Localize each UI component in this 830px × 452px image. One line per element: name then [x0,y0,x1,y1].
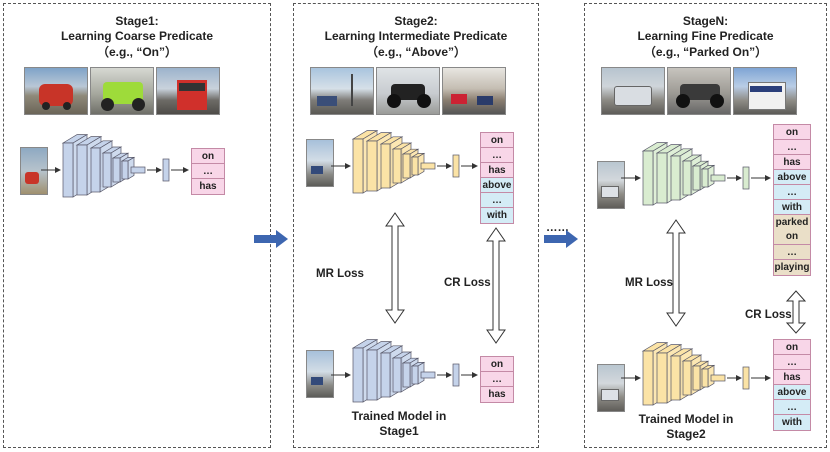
predicate-cell: playing [774,260,810,275]
stage2-trained-predicate-list: on … has above … with [773,339,811,431]
cr-loss-double-arrow [486,227,506,344]
stage-transition-arrow [544,230,578,248]
trained-model-caption: Trained Model in Stage1 [351,409,447,438]
stageN-title: StageN: [682,14,729,28]
mr-loss-double-arrow [666,219,686,327]
stageN-predicate-list: on … has above … with parked on … playin… [773,124,811,276]
predicate-cell: … [481,193,513,208]
stageN-example: （e.g., “Parked On”） [643,45,768,59]
stage2-network [331,129,478,194]
example-photo-red-bus [156,67,220,115]
example-photo-parked-bike [667,67,731,115]
predicate-cell: on [481,133,513,148]
mr-loss-double-arrow [385,212,405,324]
predicate-cell: has [192,179,224,194]
input-image-thumbnail [306,139,334,187]
cr-loss-double-arrow [785,290,807,334]
predicate-cell: has [774,370,810,385]
predicate-cell: on [774,125,810,140]
predicate-cell: on [481,357,513,372]
predicate-cell: has [481,387,513,402]
stageN-subtitle: Learning Fine Predicate [637,29,774,43]
example-photo-parked-bus [733,67,797,115]
stage2-panel: Stage2: Learning Intermediate Predicate … [293,3,539,448]
predicate-cell: … [774,245,810,260]
stageN-panel: StageN: Learning Fine Predicate （e.g., “… [584,3,827,448]
trained-model-caption: Trained Model in Stage2 [638,412,734,441]
stage2-title: Stage2: [394,14,438,28]
predicate-cell: on [774,340,810,355]
cr-loss-label: CR Loss [444,277,491,289]
stage2-subtitle: Learning Intermediate Predicate [324,29,508,43]
input-image-thumbnail [597,364,625,412]
predicate-cell: … [774,185,810,200]
stage1-example: （e.g., “On”） [96,45,177,59]
input-image-thumbnail [306,350,334,398]
predicate-cell: with [481,208,513,223]
stage1-subtitle: Learning Coarse Predicate [60,29,214,43]
example-photo-red-car [24,67,88,115]
ellipsis-label: …… [546,222,569,234]
stageN-network [621,141,771,206]
input-image-thumbnail [20,147,48,195]
example-photo-street [310,67,374,115]
predicate-cell: above [481,178,513,193]
predicate-cell: above [774,385,810,400]
example-photo-parked-car [601,67,665,115]
stage1-trained-predicate-list: on … has [480,356,514,403]
predicate-cell: … [481,372,513,387]
predicate-cell: … [774,400,810,415]
predicate-cell: … [774,140,810,155]
predicate-cell: parked on [774,215,810,245]
stage1-network [41,133,189,198]
input-image-thumbnail [597,161,625,209]
predicate-cell: has [481,163,513,178]
stage-transition-arrow [254,230,288,248]
predicate-cell: on [192,149,224,164]
predicate-cell: with [774,415,810,430]
cr-loss-label: CR Loss [745,309,792,321]
stage2-predicate-list: on … has above … with [480,132,514,224]
example-photo-police-bike [90,67,154,115]
predicate-cell: has [774,155,810,170]
example-photo-motorcycle [376,67,440,115]
mr-loss-label: MR Loss [316,268,364,280]
stage1-predicate-list: on … has [191,148,225,195]
stage1-title: Stage1: [115,14,159,28]
predicate-cell: … [481,148,513,163]
stage1-panel: Stage1: Learning Coarse Predicate （e.g.,… [3,3,271,448]
example-photo-city-street [442,67,506,115]
predicate-cell: … [774,355,810,370]
stage2-trained-network [331,338,478,403]
predicate-cell: above [774,170,810,185]
mr-loss-label: MR Loss [625,277,673,289]
predicate-cell: with [774,200,810,215]
predicate-cell: … [192,164,224,179]
stageN-trained-network [621,341,771,406]
stage2-example: （e.g., “Above”） [365,45,466,59]
